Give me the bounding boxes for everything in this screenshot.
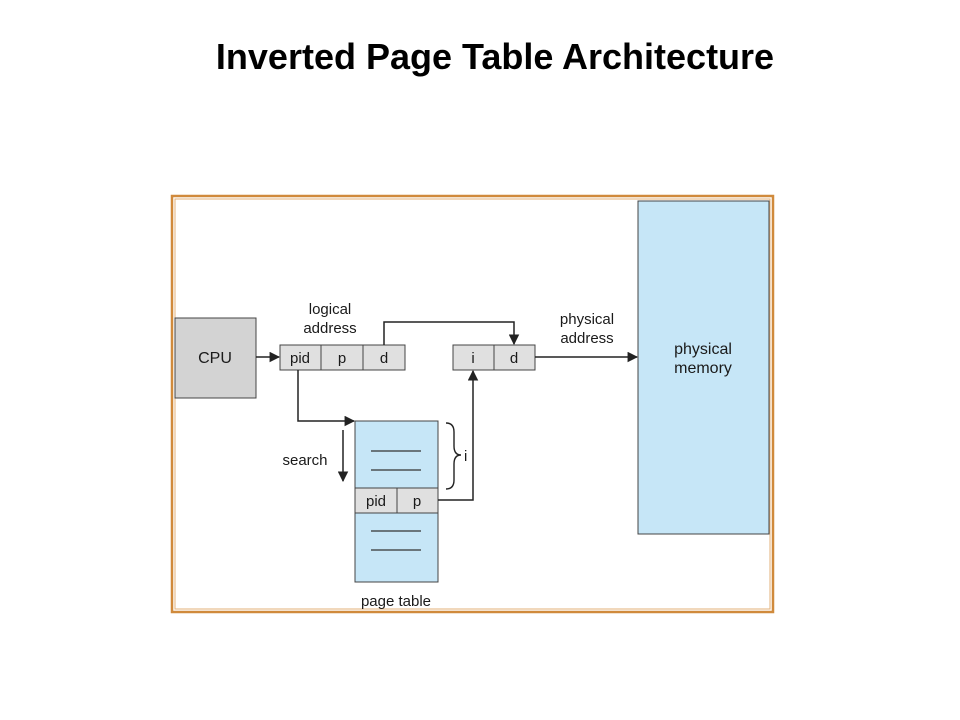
- physical-address-register: i d: [452, 344, 536, 371]
- index-label: i: [464, 448, 467, 465]
- logical-field-pid: pid: [290, 350, 310, 367]
- physical-address-label-line1: physical: [560, 311, 614, 328]
- logical-address-label-line1: logical: [309, 301, 352, 318]
- physical-field-d: d: [510, 350, 518, 367]
- physical-memory-box: [637, 200, 770, 535]
- logical-field-p: p: [338, 350, 346, 367]
- physical-memory-label-line2: memory: [674, 360, 732, 377]
- index-to-physical-arrow: [438, 369, 479, 501]
- page-table-entry-pid: pid: [366, 493, 386, 510]
- logical-address-label-line2: address: [303, 320, 356, 337]
- d-offset-arrow: [383, 321, 520, 346]
- physical-memory-label-line1: physical: [674, 341, 732, 358]
- page-table-entry-p: p: [413, 493, 421, 510]
- cpu-box: [174, 317, 257, 399]
- page-table-label: page table: [361, 593, 431, 610]
- page-table: pid p: [354, 420, 439, 583]
- logical-field-d: d: [380, 350, 388, 367]
- pid-to-page-table-arrow: [297, 370, 356, 427]
- physical-field-i: i: [471, 350, 474, 367]
- cpu-label: CPU: [198, 350, 232, 367]
- index-brace: [445, 422, 462, 490]
- physical-address-label-line2: address: [560, 330, 613, 347]
- logical-address-register: pid p d: [279, 344, 406, 371]
- page-title: Inverted Page Table Architecture: [215, 36, 775, 77]
- search-label: search: [282, 452, 327, 469]
